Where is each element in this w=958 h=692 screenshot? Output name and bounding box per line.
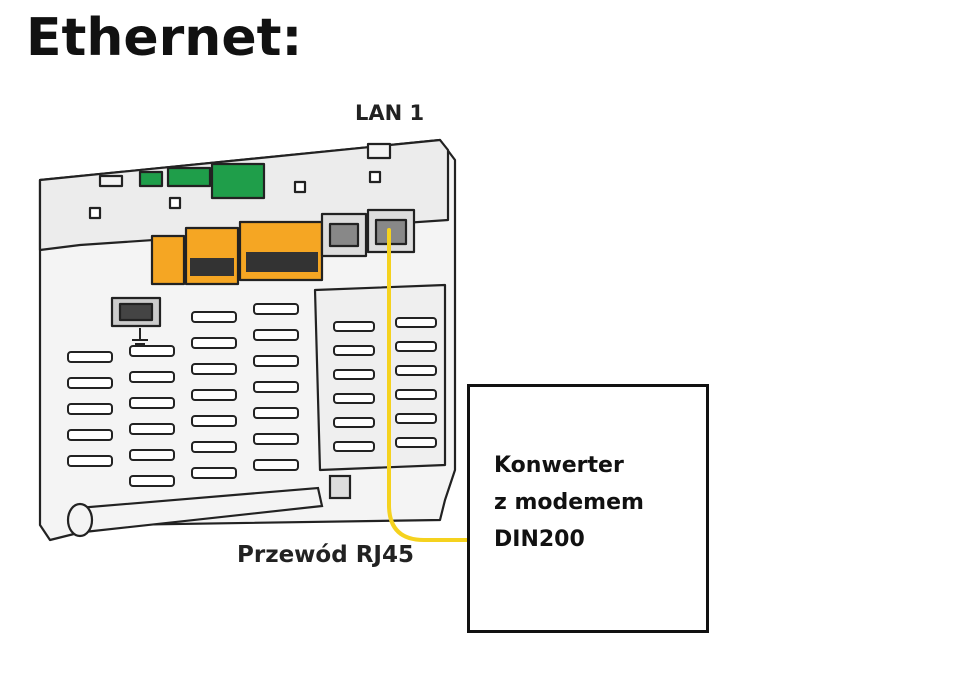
green-connector: [166, 166, 212, 188]
vent-column: [395, 317, 437, 448]
green-connector: [138, 170, 164, 188]
rail-window: [368, 170, 382, 184]
top-tab: [366, 142, 392, 160]
antenna-icon: [66, 474, 352, 538]
top-tab: [98, 174, 124, 188]
vent-column: [333, 321, 375, 452]
converter-line: z modemem: [494, 490, 644, 515]
vent-column: [67, 351, 113, 467]
terminal-screws: [246, 252, 318, 272]
page-title: Ethernet:: [26, 8, 303, 68]
vent-column: [253, 303, 299, 471]
converter-label: Konwerter z modemem DIN200: [494, 447, 644, 558]
rj45-cable: [387, 228, 470, 542]
serial-pins: [118, 302, 154, 322]
vent-column: [129, 345, 175, 487]
rail-window: [88, 206, 102, 220]
terminal-screws: [190, 258, 234, 276]
green-connector: [210, 162, 266, 200]
lan-port-label: LAN 1: [355, 101, 425, 125]
converter-line: Konwerter: [494, 453, 624, 478]
ground-symbol-icon: [132, 328, 148, 345]
vent-column: [191, 311, 237, 479]
converter-line: DIN200: [494, 527, 585, 552]
rail-window: [168, 196, 182, 210]
vent-slots: [67, 303, 437, 487]
cable-label: Przewód RJ45: [237, 542, 414, 568]
rail-window: [293, 180, 307, 194]
rj45-socket: [328, 222, 360, 248]
terminal-block: [150, 234, 186, 286]
converter-box: Konwerter z modemem DIN200: [467, 384, 709, 633]
